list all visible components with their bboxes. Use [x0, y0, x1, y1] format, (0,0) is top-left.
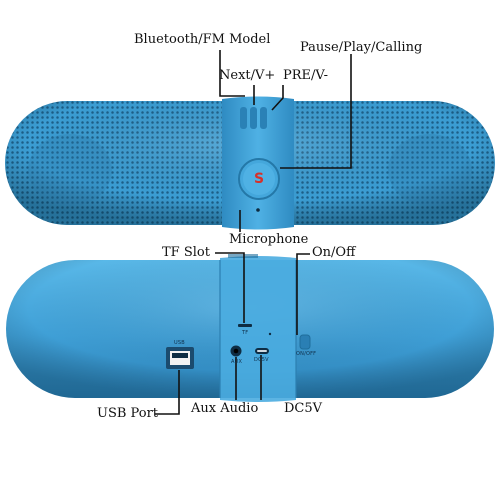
pre-v-minus-button[interactable]	[260, 107, 267, 129]
label-dc5v: DC5V	[284, 401, 323, 416]
tf-slot-print: TF	[242, 330, 249, 336]
label-aux-audio: Aux Audio	[191, 401, 259, 416]
speaker-back-view	[6, 254, 494, 402]
bluetooth-fm-button[interactable]	[250, 107, 257, 129]
next-v-plus-button[interactable]	[240, 107, 247, 129]
tf-card-slot[interactable]	[238, 324, 252, 327]
dc5v-print: DC5V	[254, 357, 269, 363]
on-off-callout-line	[296, 253, 310, 335]
right-driver-shadow	[388, 134, 472, 206]
left-driver-shadow	[28, 134, 112, 206]
on-off-print: ON/OFF	[296, 351, 317, 357]
aux-print: AUX	[231, 359, 243, 365]
power-switch[interactable]	[299, 334, 311, 350]
callout-lines	[155, 50, 352, 415]
microphone-hole	[256, 208, 260, 212]
label-microphone: Microphone	[229, 232, 309, 247]
back-center-band	[220, 256, 296, 402]
label-pause-play-calling: Pause/Play/Calling	[300, 40, 423, 55]
label-next-v-plus: Next/V+	[219, 68, 276, 83]
label-pre-v-minus: PRE/V-	[283, 68, 328, 83]
usb-port-print: USB	[174, 340, 185, 346]
usb-port-callout-line	[155, 370, 180, 415]
label-bluetooth-fm: Bluetooth/FM Model	[134, 32, 271, 47]
brand-logo: S	[253, 171, 265, 187]
speaker-front-view	[5, 96, 495, 230]
pause-play-callout-line	[280, 54, 352, 169]
label-tf-slot: TF Slot	[162, 245, 210, 260]
bluetooth-fm-callout-line	[219, 50, 245, 97]
tf-slot-callout-line	[215, 252, 245, 323]
label-on-off: On/Off	[312, 245, 356, 260]
pre-v-callout-line	[271, 85, 284, 111]
label-usb-port: USB Port	[97, 406, 159, 421]
